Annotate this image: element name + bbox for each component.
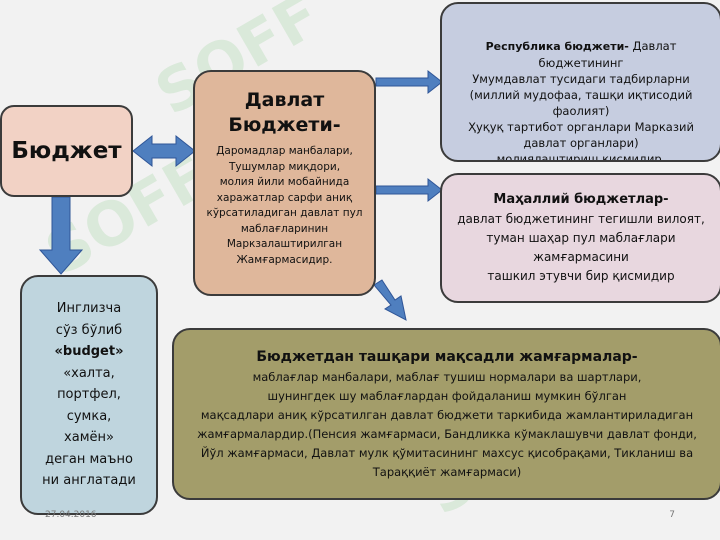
etymology-line1: Инглизча сўз бўлиб	[55, 301, 123, 338]
arrow-davlat-mahalliy	[375, 177, 443, 203]
state-budget-title: Давлат Бюджети-	[228, 88, 340, 138]
arrow-budget-davlat	[132, 134, 196, 168]
footer-page-number: 7	[669, 510, 675, 520]
state-budget-title-line1: Давлат	[244, 89, 325, 111]
etymology-word: «budget»	[54, 344, 124, 360]
local-budget-title: Маҳаллий бюджетлар-	[493, 192, 669, 207]
arrow-davlat-respublika	[375, 69, 443, 95]
state-budget-title-line2: Бюджети-	[228, 114, 341, 136]
extra-budget-funds-box: Бюджетдан ташқари мақсадли жамғармалар- …	[172, 328, 720, 500]
etymology-line2: «халта, портфел, сумка, хамён» деган маъ…	[42, 365, 136, 489]
budget-title: Бюджет	[11, 138, 122, 164]
republic-budget-description: Республика бюджети- Давлат бюджетининг У…	[446, 38, 716, 162]
etymology-text: Инглизча сўз бўлиб «budget» «халта, порт…	[42, 298, 136, 492]
extra-budget-funds-title: Бюджетдан ташқари мақсадли жамғармалар-	[256, 349, 638, 365]
arrow-davlat-tashqari	[373, 279, 407, 321]
state-budget-description: Даромадлар манбалари, Тушумлар миқдори, …	[206, 145, 363, 266]
republic-budget-desc: Умумдавлат тусидаги тадбирларни (миллий …	[468, 72, 694, 162]
local-budget-description: давлат бюджетининг тегишли вилоят, туман…	[457, 212, 705, 283]
republic-budget-box: Республика бюджети- Давлат бюджетининг У…	[440, 2, 720, 162]
arrow-budget-english	[38, 196, 84, 275]
budget-box: Бюджет	[0, 105, 133, 197]
etymology-box: Инглизча сўз бўлиб «budget» «халта, порт…	[20, 275, 158, 515]
local-budget-box: Маҳаллий бюджетлар- давлат бюджетининг т…	[440, 173, 720, 303]
state-budget-box: Давлат Бюджети- Даромадлар манбалари, Ту…	[193, 70, 376, 296]
extra-budget-funds-description: маблағлар манбалари, маблағ тушиш нормал…	[197, 370, 697, 479]
republic-budget-lead: Республика бюджети-	[485, 40, 629, 53]
republic-budget-desc-first: Давлат бюджетининг	[538, 39, 677, 70]
footer-date: 27.04.2016	[45, 510, 97, 520]
